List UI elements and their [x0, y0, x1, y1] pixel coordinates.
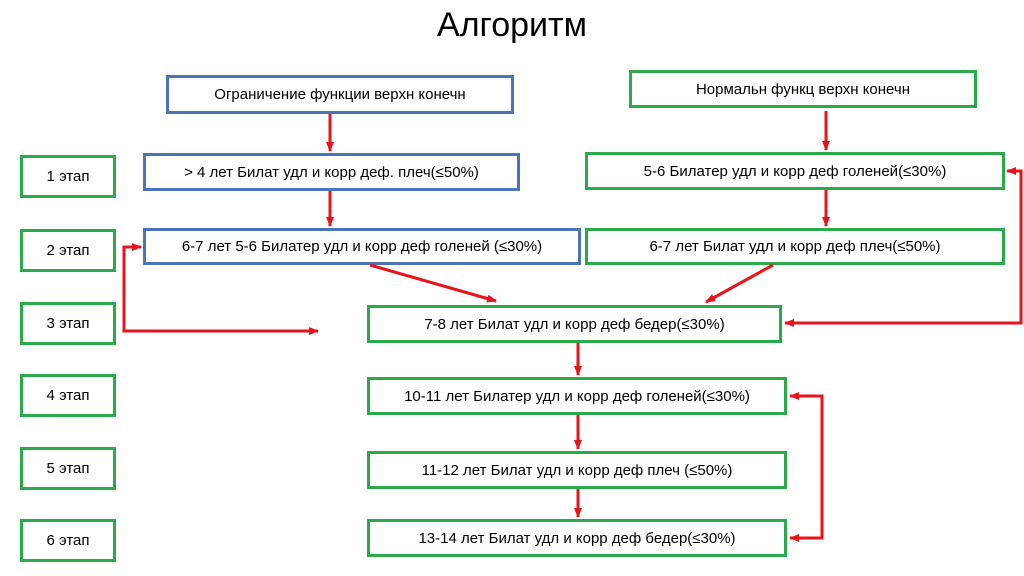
arrow-normal-stage2-to-stage3: [705, 263, 774, 304]
normal-function-header-box: Нормальн функц верхн конечн: [629, 70, 977, 108]
stage6-box: 13-14 лет Билат удл и корр деф бедер(≤30…: [367, 519, 787, 557]
stage-label-6: 6 этап: [20, 519, 116, 562]
normal-stage2-box: 6-7 лет Билат удл и корр деф плеч(≤50%): [585, 228, 1005, 265]
limited-stage1-box: > 4 лет Билат удл и корр деф. плеч(≤50%): [143, 153, 520, 191]
stage5-box: 11-12 лет Билат удл и корр деф плеч (≤50…: [367, 451, 787, 489]
stage-label-4: 4 этап: [20, 374, 116, 417]
stage-label-2: 2 этап: [20, 229, 116, 272]
arrow-limited-stage2-to-stage3: [369, 263, 497, 303]
arrow-right-loop: [784, 169, 1023, 327]
stage4-box: 10-11 лет Билатер удл и корр деф голеней…: [367, 377, 787, 415]
limited-stage2-box: 6-7 лет 5-6 Билатер удл и корр деф голен…: [143, 228, 581, 265]
arrow-stage6-to-stage4-loop: [789, 392, 824, 540]
stage-label-5: 5 этап: [20, 447, 116, 490]
limited-function-header-box: Ограничение функции верхн конечн: [166, 75, 514, 114]
arrow-left-loop: [122, 243, 318, 333]
stage-label-1: 1 этап: [20, 155, 116, 198]
normal-stage1-box: 5-6 Билатер удл и корр деф голеней(≤30%): [585, 152, 1005, 190]
diagram-title: Алгоритм: [437, 6, 587, 44]
stage-label-3: 3 этап: [20, 302, 116, 345]
stage3-box: 7-8 лет Билат удл и корр деф бедер(≤30%): [367, 305, 782, 343]
